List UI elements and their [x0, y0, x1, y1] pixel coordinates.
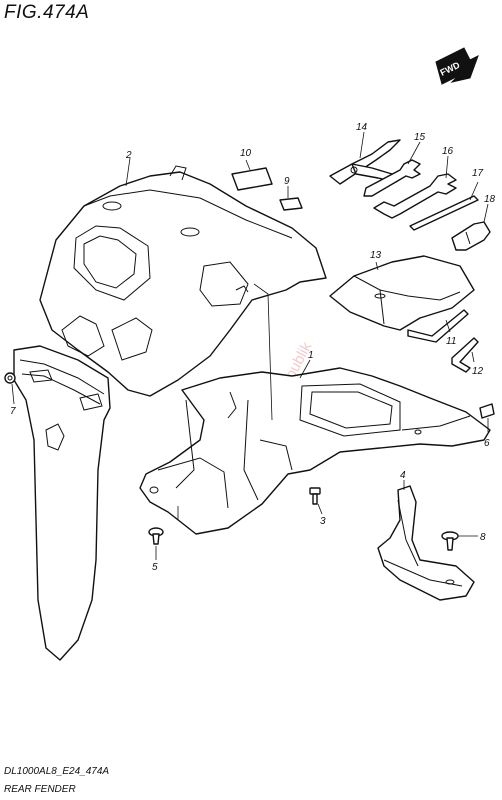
rear-fender-cover	[39, 165, 327, 397]
figure-model-code: DL1000AL8_E24_474A	[4, 766, 110, 777]
callout-5: 5	[152, 562, 158, 573]
hex-key-11	[407, 309, 469, 343]
callout-11: 11	[446, 336, 456, 347]
callout-9: 9	[284, 176, 290, 187]
screwdriver-17	[409, 195, 479, 231]
sticker-9	[279, 197, 303, 211]
handle-18	[451, 221, 491, 251]
callout-6: 6	[484, 438, 490, 449]
callout-13: 13	[370, 250, 382, 261]
callout-15: 15	[414, 132, 426, 143]
callout-7: 7	[10, 406, 16, 417]
callout-8: 8	[480, 532, 486, 543]
tool-bag-13	[329, 255, 475, 331]
callout-10: 10	[240, 148, 252, 159]
screw-5	[148, 527, 164, 545]
bolt-3	[309, 487, 321, 505]
callout-14: 14	[356, 122, 368, 133]
callout-2: 2	[125, 150, 132, 161]
wrench-16	[373, 173, 457, 219]
figure-name: REAR FENDER	[4, 784, 76, 795]
wrench-15	[363, 159, 421, 197]
callout-1: 1	[308, 350, 314, 361]
callout-18: 18	[484, 194, 496, 205]
callout-17: 17	[472, 168, 484, 179]
callout-12: 12	[472, 366, 484, 377]
rear-fender-main	[139, 367, 491, 535]
callout-3: 3	[320, 516, 326, 527]
hex-key-12	[451, 337, 479, 373]
nut-7	[4, 372, 16, 384]
clip-6	[479, 403, 495, 419]
bracket-4	[377, 485, 475, 601]
figure-title: FIG.474A	[4, 2, 90, 23]
callout-16: 16	[442, 146, 454, 157]
fwd-badge: FWD	[435, 47, 479, 85]
rear-plate-fender	[13, 345, 111, 661]
screw-8	[441, 531, 459, 551]
callout-4: 4	[400, 470, 406, 481]
label-10	[231, 167, 273, 191]
leader-lines	[11, 131, 489, 560]
